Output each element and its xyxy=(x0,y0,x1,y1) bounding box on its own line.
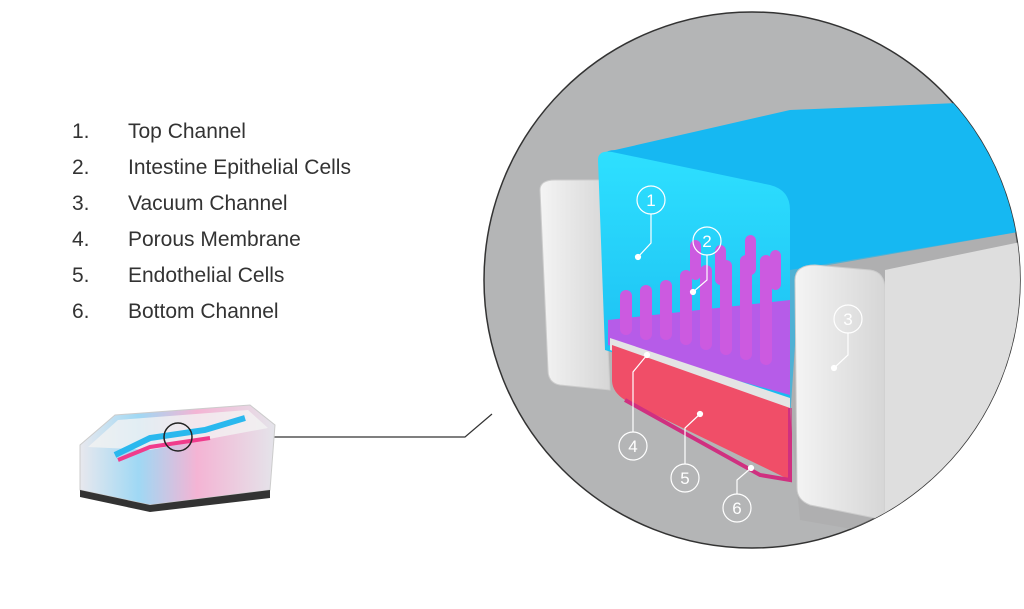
marker-label: 1 xyxy=(646,191,655,210)
vacuum-channel-right xyxy=(794,264,886,521)
connector-line xyxy=(193,413,493,438)
legend-item: 6. Bottom Channel xyxy=(72,294,351,330)
legend-number: 3. xyxy=(72,192,90,215)
legend-item: 1. Top Channel xyxy=(72,114,351,150)
marker-label: 2 xyxy=(702,232,711,251)
legend-item: 2. Intestine Epithelial Cells xyxy=(72,150,351,186)
legend-number: 2. xyxy=(72,156,90,179)
marker-label: 3 xyxy=(843,310,852,329)
legend-label: Top Channel xyxy=(128,120,246,143)
marker-label: 6 xyxy=(732,499,741,518)
marker-label: 4 xyxy=(628,437,637,456)
legend: 1. Top Channel 2. Intestine Epithelial Cel… xyxy=(72,114,351,330)
epithelial-cells xyxy=(608,235,790,395)
legend-item: 5. Endothelial Cells xyxy=(72,258,351,294)
legend-label: Endothelial Cells xyxy=(128,264,285,287)
marker-label: 5 xyxy=(680,469,689,488)
vacuum-channel-left xyxy=(539,179,611,391)
legend-number: 4. xyxy=(72,228,90,251)
legend-item: 4. Porous Membrane xyxy=(72,222,351,258)
legend-number: 5. xyxy=(72,264,90,287)
bottom-channel xyxy=(624,398,792,483)
legend-number: 1. xyxy=(72,120,90,143)
legend-number: 6. xyxy=(72,300,90,323)
legend-item: 3. Vacuum Channel xyxy=(72,186,351,222)
legend-label: Bottom Channel xyxy=(128,300,279,323)
legend-label: Intestine Epithelial Cells xyxy=(128,156,351,179)
zoom-indicator xyxy=(163,422,193,452)
legend-label: Vacuum Channel xyxy=(128,192,288,215)
chip-thumbnail xyxy=(79,404,276,512)
legend-label: Porous Membrane xyxy=(128,228,301,251)
